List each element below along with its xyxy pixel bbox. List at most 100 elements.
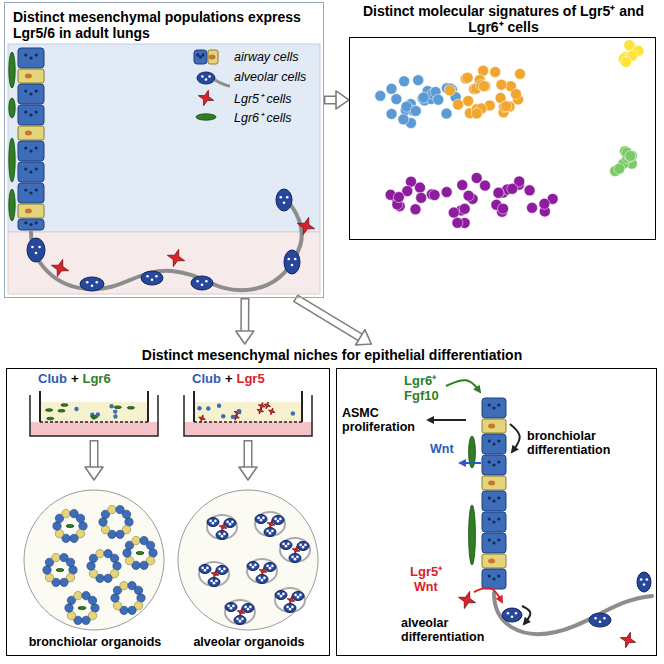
- club-cell: [206, 406, 210, 410]
- lgr5-cell: [297, 217, 314, 234]
- cell-granule: [239, 620, 242, 623]
- cell-granule: [497, 496, 500, 499]
- lgr5-cell: [458, 591, 475, 608]
- lgr5-cell: [287, 596, 295, 604]
- club-cell: [221, 414, 225, 418]
- airway-cell: [104, 574, 112, 582]
- cell-granule: [86, 281, 89, 284]
- cell-granule: [241, 618, 244, 621]
- airway-cell: [482, 491, 506, 511]
- cell-dot: [493, 187, 504, 198]
- cell-dot: [453, 99, 464, 110]
- panel-title: Distinct molecular signatures of Lgr5⁺ a…: [346, 3, 661, 35]
- cell-granule: [294, 594, 297, 597]
- differentiation-arrow-head: [523, 617, 531, 626]
- airway-cell: [116, 530, 124, 538]
- alveolosphere: [275, 588, 305, 612]
- insert-membrane: [40, 421, 148, 423]
- cell-granule: [201, 283, 204, 286]
- culture-label: Lgr6: [82, 372, 110, 387]
- cell-granule: [249, 564, 252, 567]
- airway-cell: [76, 514, 84, 522]
- airway-cell: [70, 534, 78, 542]
- cell-nucleus: [25, 131, 32, 136]
- cell-granule: [277, 593, 280, 596]
- cell-granule: [507, 612, 510, 615]
- alveolar-cell: [208, 578, 220, 587]
- cell-granule: [29, 223, 32, 226]
- airway-cell: [43, 566, 51, 574]
- culture-medium: [30, 422, 158, 436]
- airway-cell: [69, 566, 77, 574]
- wnt-arrow-head: [496, 595, 503, 604]
- airway-cell: [18, 84, 44, 104]
- cell-granule: [29, 92, 32, 95]
- club-cell: [197, 406, 201, 410]
- airway-cell: [110, 554, 118, 562]
- culture-dish: [24, 490, 164, 630]
- alveolar-cell: [234, 616, 246, 625]
- lgr5-cell: [257, 407, 264, 414]
- cell-granule: [257, 517, 260, 520]
- panel-title: Distinct mesenchymal populations express…: [13, 9, 319, 41]
- flow-arrow-outline: [240, 298, 249, 332]
- cell-granule: [492, 577, 495, 580]
- lgr6-cell: [46, 409, 53, 412]
- alveolar-cell: [80, 277, 104, 291]
- organoid-culture: [24, 391, 318, 630]
- airway-cell: [482, 455, 506, 475]
- cell-granule: [247, 608, 250, 611]
- lgr6-cell: [196, 114, 216, 120]
- cell-granule: [646, 578, 649, 581]
- cell-granule: [221, 570, 224, 573]
- cell-dot: [459, 203, 470, 214]
- cell-granule: [263, 577, 266, 580]
- alveolar-cell: [284, 604, 296, 613]
- alveolar-cell: [216, 531, 228, 540]
- club-cell: [217, 404, 221, 408]
- club-cell: [231, 415, 235, 419]
- caption-text: bronchiolar differentiation: [527, 429, 639, 458]
- matrigel: [40, 402, 148, 422]
- cell-nucleus: [488, 559, 495, 564]
- airway-cell: [122, 510, 130, 518]
- airway-cell: [66, 558, 74, 566]
- cell-dot: [429, 190, 440, 201]
- airway-cell: [53, 522, 61, 530]
- cell-granule: [277, 520, 280, 523]
- ciliated-cell: [482, 554, 506, 568]
- cell-granule: [230, 607, 233, 610]
- cell-dot: [462, 72, 473, 83]
- cell-granule: [202, 53, 205, 56]
- cell-granule: [201, 75, 204, 78]
- culture-well: [30, 395, 158, 436]
- cell-dot: [501, 101, 512, 112]
- panel: Distinct mesenchymal populations express…: [4, 2, 324, 298]
- airway-cell: [111, 594, 119, 602]
- cell-granule: [497, 574, 500, 577]
- cell-dot: [391, 94, 402, 105]
- alveolar-cell: [297, 542, 309, 551]
- cell-granule: [91, 284, 94, 287]
- ciliated-cell: [108, 505, 116, 513]
- lgr6-cell: [9, 98, 15, 118]
- signal-label: Wnt: [430, 442, 454, 456]
- cell-granule: [289, 608, 292, 611]
- cell-granule: [201, 567, 204, 570]
- cell-granule: [151, 278, 154, 281]
- cell-dot: [457, 180, 468, 191]
- cell-nucleus: [488, 424, 495, 429]
- cell-granule: [210, 580, 213, 583]
- cell-granule: [492, 406, 495, 409]
- club-cell: [113, 414, 117, 418]
- culture-label: +: [225, 372, 233, 387]
- cell-dot: [524, 185, 535, 196]
- flow-arrow-head: [356, 330, 372, 345]
- cell-granule: [603, 617, 606, 620]
- alveolar-cell: [275, 591, 287, 600]
- cell-granule: [282, 593, 285, 596]
- legend-text: airway cells: [234, 50, 299, 64]
- cell-dot: [496, 79, 507, 90]
- cell-granule: [488, 460, 491, 463]
